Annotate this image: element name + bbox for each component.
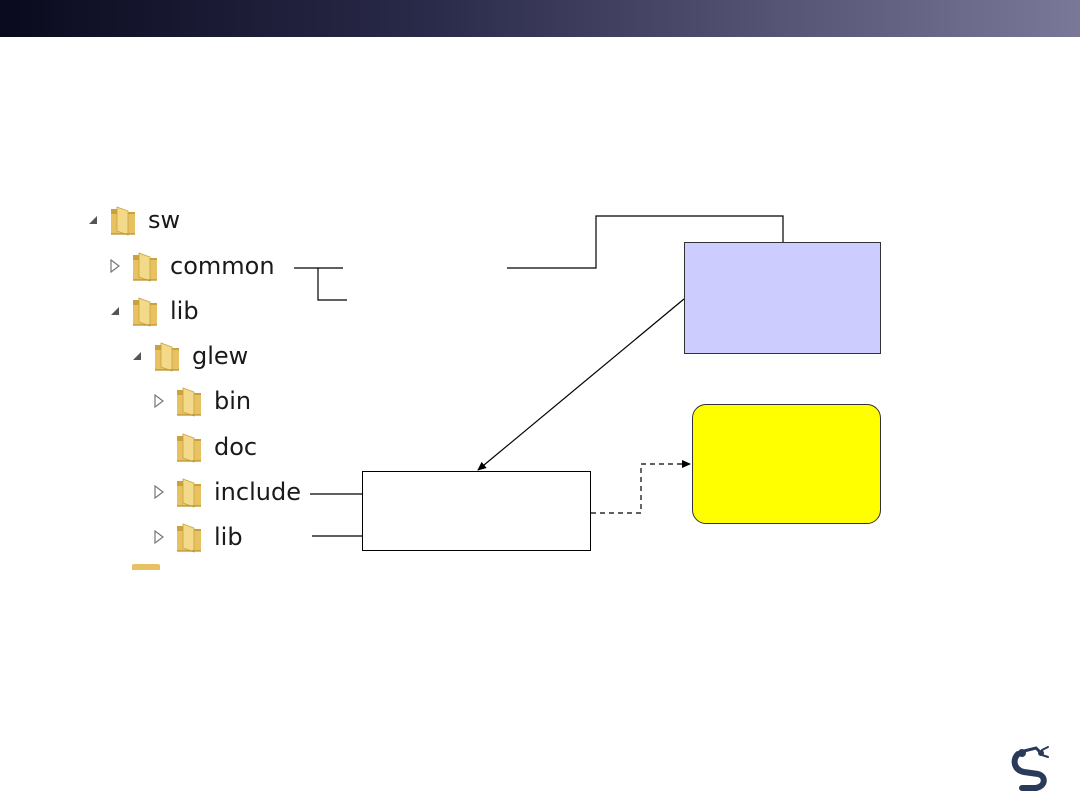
tree-item-sw[interactable]: sw	[86, 203, 180, 237]
tree-collapsed-triangle-icon[interactable]	[152, 530, 166, 544]
slide-title-bar	[0, 0, 1080, 37]
tree-item-label: include	[214, 478, 301, 506]
tree-expanded-triangle-icon[interactable]	[108, 304, 122, 318]
tree-item-common[interactable]: common	[108, 249, 275, 283]
tree-item-label: sw	[148, 206, 181, 234]
tree-collapsed-triangle-icon[interactable]	[152, 485, 166, 499]
folder-icon	[152, 339, 182, 373]
tree-item-label: lib	[214, 523, 243, 551]
folder-icon	[174, 520, 204, 554]
tree-item-label: doc	[214, 433, 258, 461]
annotation-box-white	[362, 471, 591, 551]
folder-icon	[130, 249, 160, 283]
annotation-box-purple	[684, 242, 881, 354]
tree-item-label: common	[170, 252, 275, 280]
folder-icon	[108, 203, 138, 237]
tree-expanded-triangle-icon[interactable]	[86, 213, 100, 227]
robot-arm-logo	[1008, 744, 1054, 792]
tree-expanded-triangle-icon[interactable]	[130, 349, 144, 363]
annotation-box-yellow	[692, 404, 881, 524]
tree-item-bin[interactable]: bin	[152, 384, 251, 418]
tree-collapsed-triangle-icon[interactable]	[108, 259, 122, 273]
tree-item-label: glew	[192, 342, 249, 370]
folder-icon	[174, 430, 204, 464]
tree-item-doc[interactable]: doc	[152, 430, 257, 464]
tree-item-lib[interactable]: lib	[108, 294, 199, 328]
connector-white-to-yellow	[591, 460, 691, 514]
folder-icon-cropped	[132, 564, 160, 570]
tree-item-label: lib	[170, 297, 199, 325]
connector-common-to-purple	[507, 215, 784, 269]
tree-item-include[interactable]: include	[152, 475, 301, 509]
folder-icon	[130, 294, 160, 328]
tree-item-lib-2[interactable]: lib	[152, 520, 243, 554]
connector-purple-to-white	[477, 298, 685, 471]
tree-item-glew[interactable]: glew	[130, 339, 248, 373]
folder-icon	[174, 384, 204, 418]
connector-common-upper	[294, 267, 347, 301]
tree-collapsed-triangle-icon[interactable]	[152, 394, 166, 408]
tree-item-label: bin	[214, 387, 252, 415]
folder-icon	[174, 475, 204, 509]
